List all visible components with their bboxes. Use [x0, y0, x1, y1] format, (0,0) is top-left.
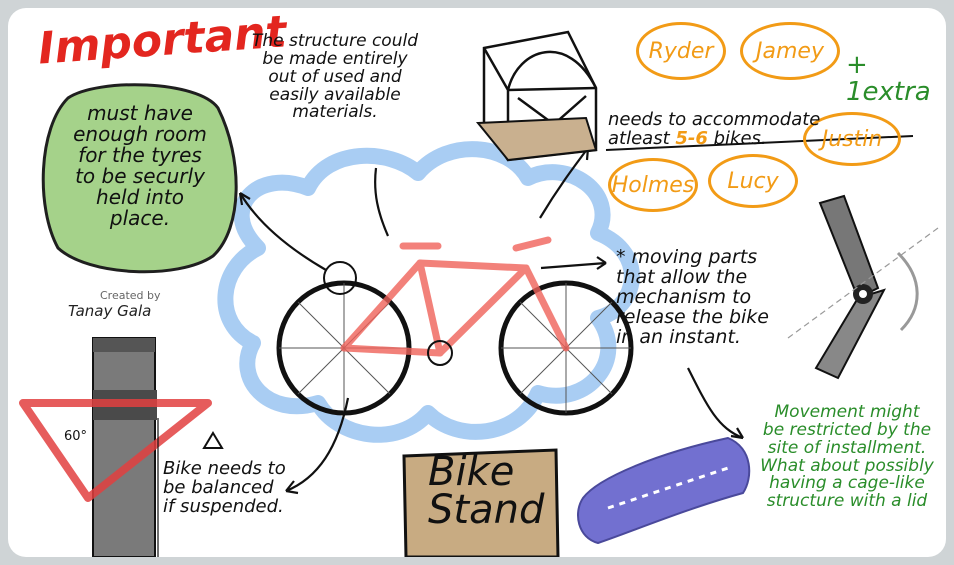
capsule-sketch [577, 436, 751, 545]
green-note-blob [41, 83, 238, 274]
angle-label: 60° [64, 429, 88, 444]
capacity-suffix: bikes. [707, 127, 767, 149]
bike-frame [340, 236, 570, 357]
sign-board [402, 448, 560, 557]
capacity-prefix: needs to accommodate atleast [608, 108, 821, 149]
sign-text: Bike Stand [428, 449, 545, 533]
name-justin: Justin [803, 112, 901, 166]
note-materials-text: The structure could be made entirely out… [252, 31, 418, 123]
note-green-text: must have enough room for the tyres to b… [73, 101, 207, 230]
name-ryder: Ryder [636, 22, 726, 80]
credit-label: Created by [100, 289, 161, 302]
detail-circle [323, 261, 357, 295]
note-moving-text: * moving parts that allow the mechanism … [616, 246, 769, 348]
sketch-drawing [19, 30, 939, 557]
name-holmes: Holmes [608, 158, 698, 212]
cage-floor [475, 116, 598, 162]
post-sketch [19, 337, 224, 557]
mechanism-sketch [787, 194, 939, 380]
note-balance-text: Bike needs to be balanced if suspended. [163, 458, 286, 517]
signature: Tanay Gala [68, 302, 152, 320]
chainring [427, 340, 453, 366]
note-capacity: needs to accommodate atleast 5-6 bikes. [608, 92, 820, 149]
capacity-number: 5-6 [675, 127, 708, 149]
name-jamey: Jamey [740, 22, 840, 80]
name-lucy: Lucy [708, 154, 798, 208]
sketch-board: Important must have enough room for the … [8, 8, 946, 557]
note-movement-text: Movement might be restricted by the site… [760, 402, 934, 512]
extra-note: + 1extra [846, 50, 931, 108]
cloud-outline [217, 141, 640, 443]
